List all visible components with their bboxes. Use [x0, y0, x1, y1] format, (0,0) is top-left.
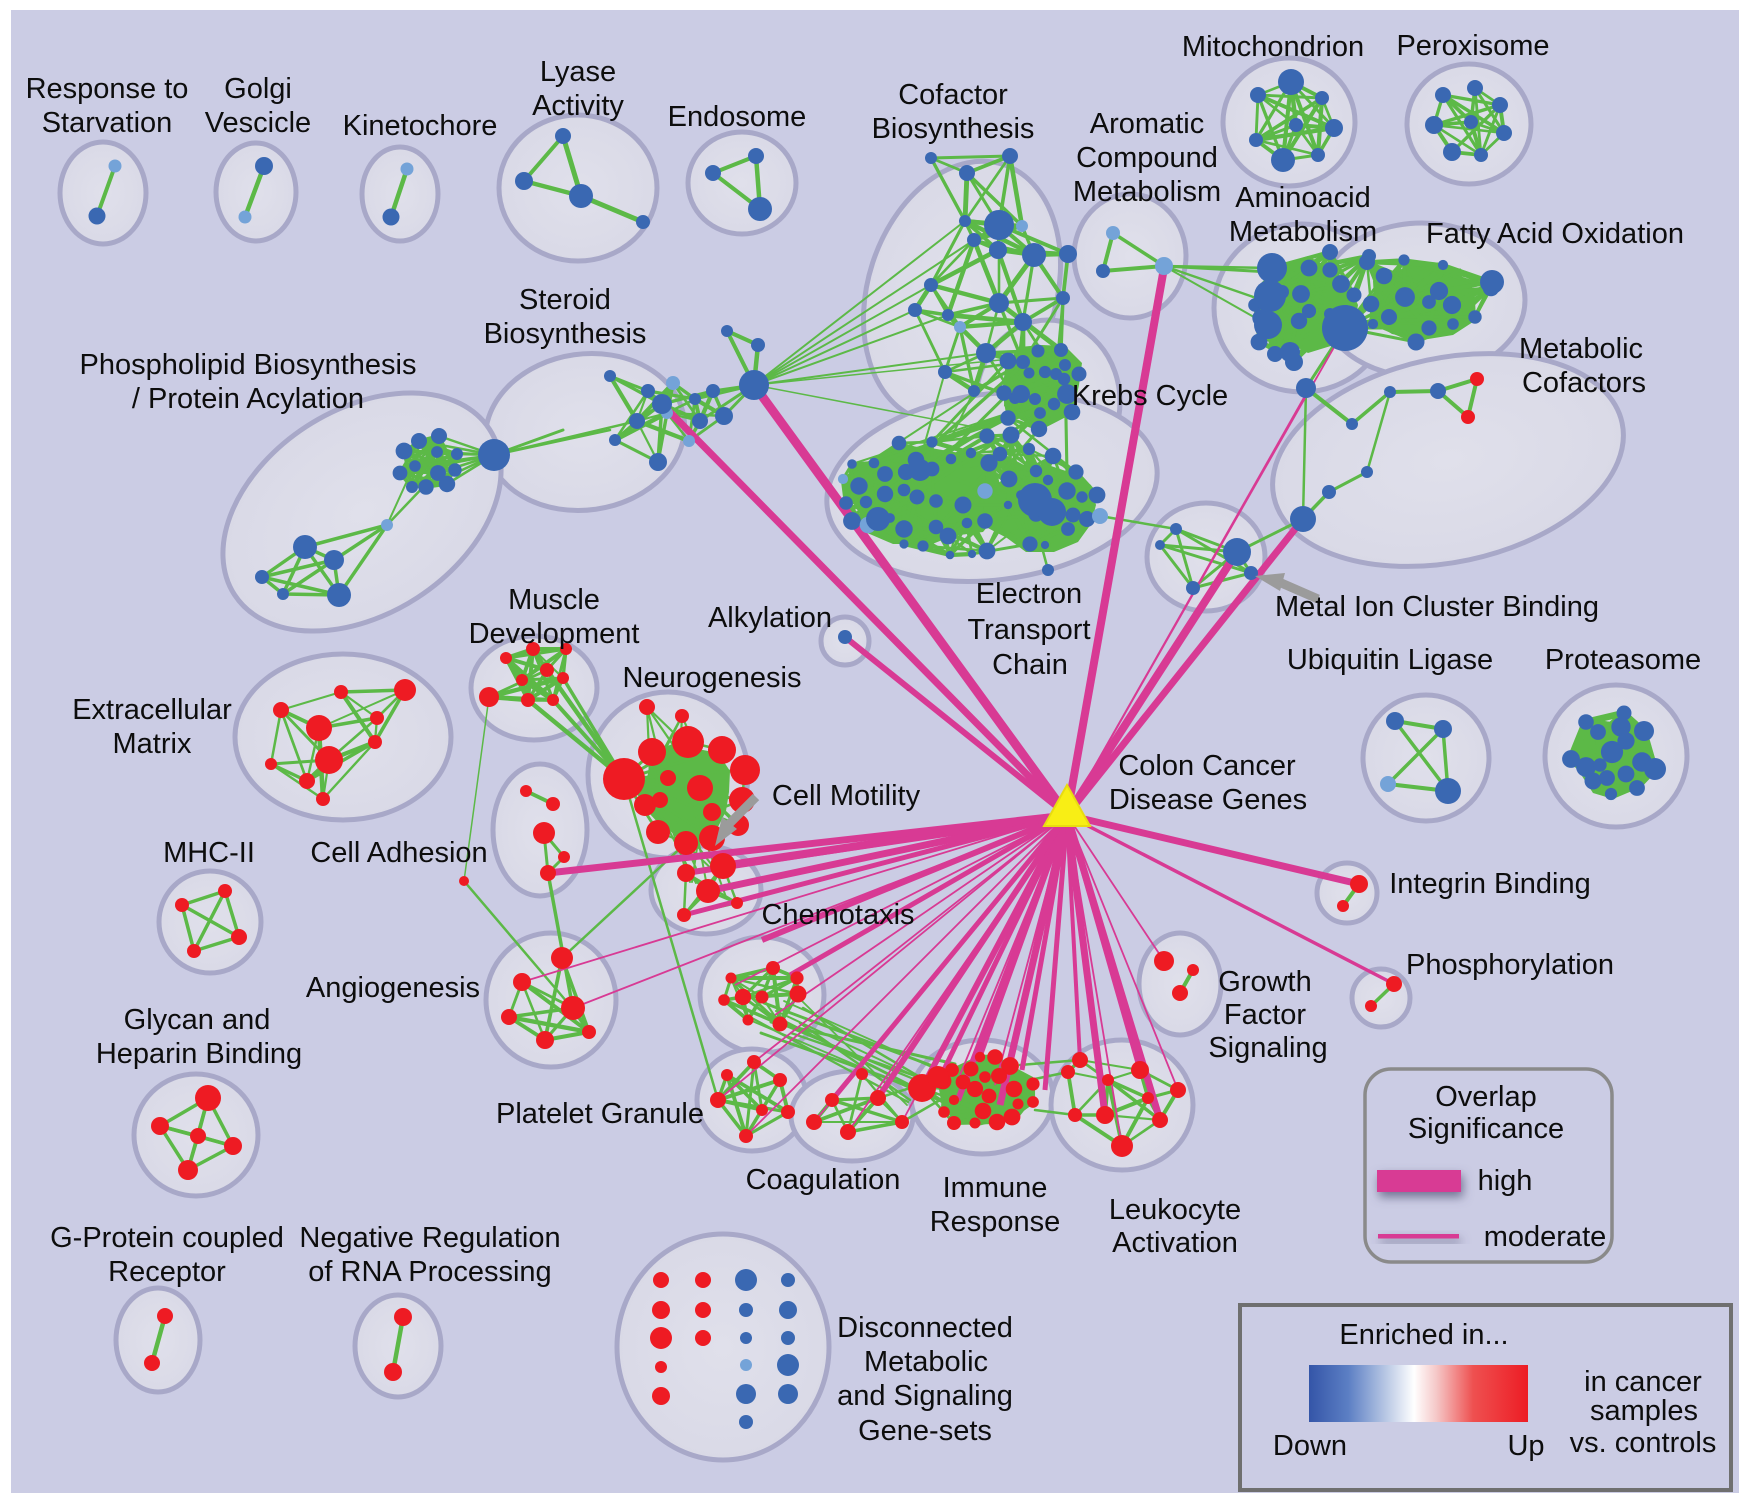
- svg-text:vs. controls: vs. controls: [1570, 1427, 1717, 1459]
- svg-text:Lyase: Lyase: [540, 56, 616, 88]
- svg-text:Steroid: Steroid: [519, 284, 611, 316]
- svg-text:Cofactors: Cofactors: [1522, 367, 1646, 399]
- svg-text:Cofactor: Cofactor: [898, 79, 1008, 111]
- svg-text:Vescicle: Vescicle: [205, 107, 311, 139]
- svg-text:Proteasome: Proteasome: [1545, 644, 1701, 676]
- svg-text:Overlap: Overlap: [1435, 1081, 1537, 1113]
- svg-text:Enriched in...: Enriched in...: [1339, 1319, 1508, 1351]
- svg-text:Response to: Response to: [26, 73, 189, 105]
- svg-text:Factor: Factor: [1224, 999, 1307, 1031]
- svg-text:Neurogenesis: Neurogenesis: [623, 662, 802, 694]
- svg-text:Disease Genes: Disease Genes: [1109, 784, 1307, 816]
- svg-text:Integrin Binding: Integrin Binding: [1389, 868, 1591, 900]
- svg-text:Muscle: Muscle: [508, 584, 600, 616]
- svg-text:in cancer: in cancer: [1584, 1366, 1702, 1398]
- svg-text:Metabolic: Metabolic: [864, 1346, 988, 1378]
- svg-text:and Signaling: and Signaling: [837, 1380, 1013, 1412]
- svg-text:Metabolism: Metabolism: [1073, 176, 1221, 208]
- svg-text:Kinetochore: Kinetochore: [343, 110, 498, 142]
- svg-text:samples: samples: [1590, 1395, 1698, 1427]
- svg-text:Peroxisome: Peroxisome: [1396, 30, 1549, 62]
- svg-text:Fatty Acid Oxidation: Fatty Acid Oxidation: [1426, 218, 1684, 250]
- svg-text:Electron: Electron: [976, 578, 1082, 610]
- svg-text:Angiogenesis: Angiogenesis: [306, 972, 480, 1004]
- svg-text:Response: Response: [930, 1206, 1061, 1238]
- svg-text:Golgi: Golgi: [224, 73, 292, 105]
- svg-text:Platelet Granule: Platelet Granule: [496, 1098, 704, 1130]
- svg-text:Heparin Binding: Heparin Binding: [96, 1038, 302, 1070]
- svg-text:Aminoacid: Aminoacid: [1235, 182, 1370, 214]
- svg-text:Mitochondrion: Mitochondrion: [1182, 31, 1364, 63]
- svg-text:Metal Ion Cluster Binding: Metal Ion Cluster Binding: [1275, 591, 1599, 623]
- svg-text:Biosynthesis: Biosynthesis: [484, 318, 647, 350]
- svg-text:Ubiquitin Ligase: Ubiquitin Ligase: [1287, 644, 1493, 676]
- svg-text:Matrix: Matrix: [113, 728, 192, 760]
- svg-text:Leukocyte: Leukocyte: [1109, 1194, 1241, 1226]
- svg-text:Krebs Cycle: Krebs Cycle: [1072, 380, 1228, 412]
- svg-text:Down: Down: [1273, 1430, 1347, 1462]
- svg-text:Development: Development: [469, 618, 640, 650]
- svg-text:Signaling: Signaling: [1208, 1032, 1327, 1064]
- svg-text:Colon Cancer: Colon Cancer: [1118, 750, 1296, 782]
- svg-text:high: high: [1478, 1165, 1533, 1197]
- svg-text:Metabolism: Metabolism: [1229, 216, 1377, 248]
- svg-text:moderate: moderate: [1484, 1221, 1607, 1253]
- svg-text:Metabolic: Metabolic: [1519, 333, 1643, 365]
- svg-text:Biosynthesis: Biosynthesis: [872, 113, 1035, 145]
- svg-text:Activation: Activation: [1112, 1227, 1238, 1259]
- svg-text:Aromatic: Aromatic: [1090, 108, 1204, 140]
- svg-text:Phospholipid Biosynthesis: Phospholipid Biosynthesis: [80, 349, 417, 381]
- svg-text:Alkylation: Alkylation: [708, 602, 832, 634]
- svg-text:Significance: Significance: [1408, 1113, 1564, 1145]
- svg-text:G-Protein coupled: G-Protein coupled: [50, 1222, 284, 1254]
- svg-text:Disconnected: Disconnected: [837, 1312, 1013, 1344]
- svg-text:Chain: Chain: [992, 649, 1068, 681]
- svg-text:Cell Adhesion: Cell Adhesion: [310, 837, 487, 869]
- svg-text:Growth: Growth: [1218, 966, 1311, 998]
- svg-text:Extracellular: Extracellular: [72, 694, 232, 726]
- svg-text:Immune: Immune: [943, 1172, 1048, 1204]
- svg-text:Compound: Compound: [1076, 142, 1218, 174]
- svg-text:Up: Up: [1507, 1430, 1544, 1462]
- svg-text:Coagulation: Coagulation: [746, 1164, 901, 1196]
- svg-text:Starvation: Starvation: [42, 107, 173, 139]
- svg-text:Chemotaxis: Chemotaxis: [761, 899, 914, 931]
- svg-text:Transport: Transport: [967, 614, 1090, 646]
- svg-text:Phosphorylation: Phosphorylation: [1406, 949, 1614, 981]
- svg-text:/ Protein Acylation: / Protein Acylation: [132, 383, 364, 415]
- svg-text:Glycan and: Glycan and: [124, 1004, 271, 1036]
- svg-text:Gene-sets: Gene-sets: [858, 1415, 992, 1447]
- svg-text:of RNA Processing: of RNA Processing: [308, 1256, 551, 1288]
- svg-text:Negative Regulation: Negative Regulation: [299, 1222, 560, 1254]
- svg-text:Cell Motility: Cell Motility: [772, 780, 921, 812]
- svg-text:MHC-II: MHC-II: [163, 837, 255, 869]
- svg-text:Activity: Activity: [532, 90, 624, 122]
- svg-text:Endosome: Endosome: [668, 101, 807, 133]
- svg-text:Receptor: Receptor: [108, 1256, 226, 1288]
